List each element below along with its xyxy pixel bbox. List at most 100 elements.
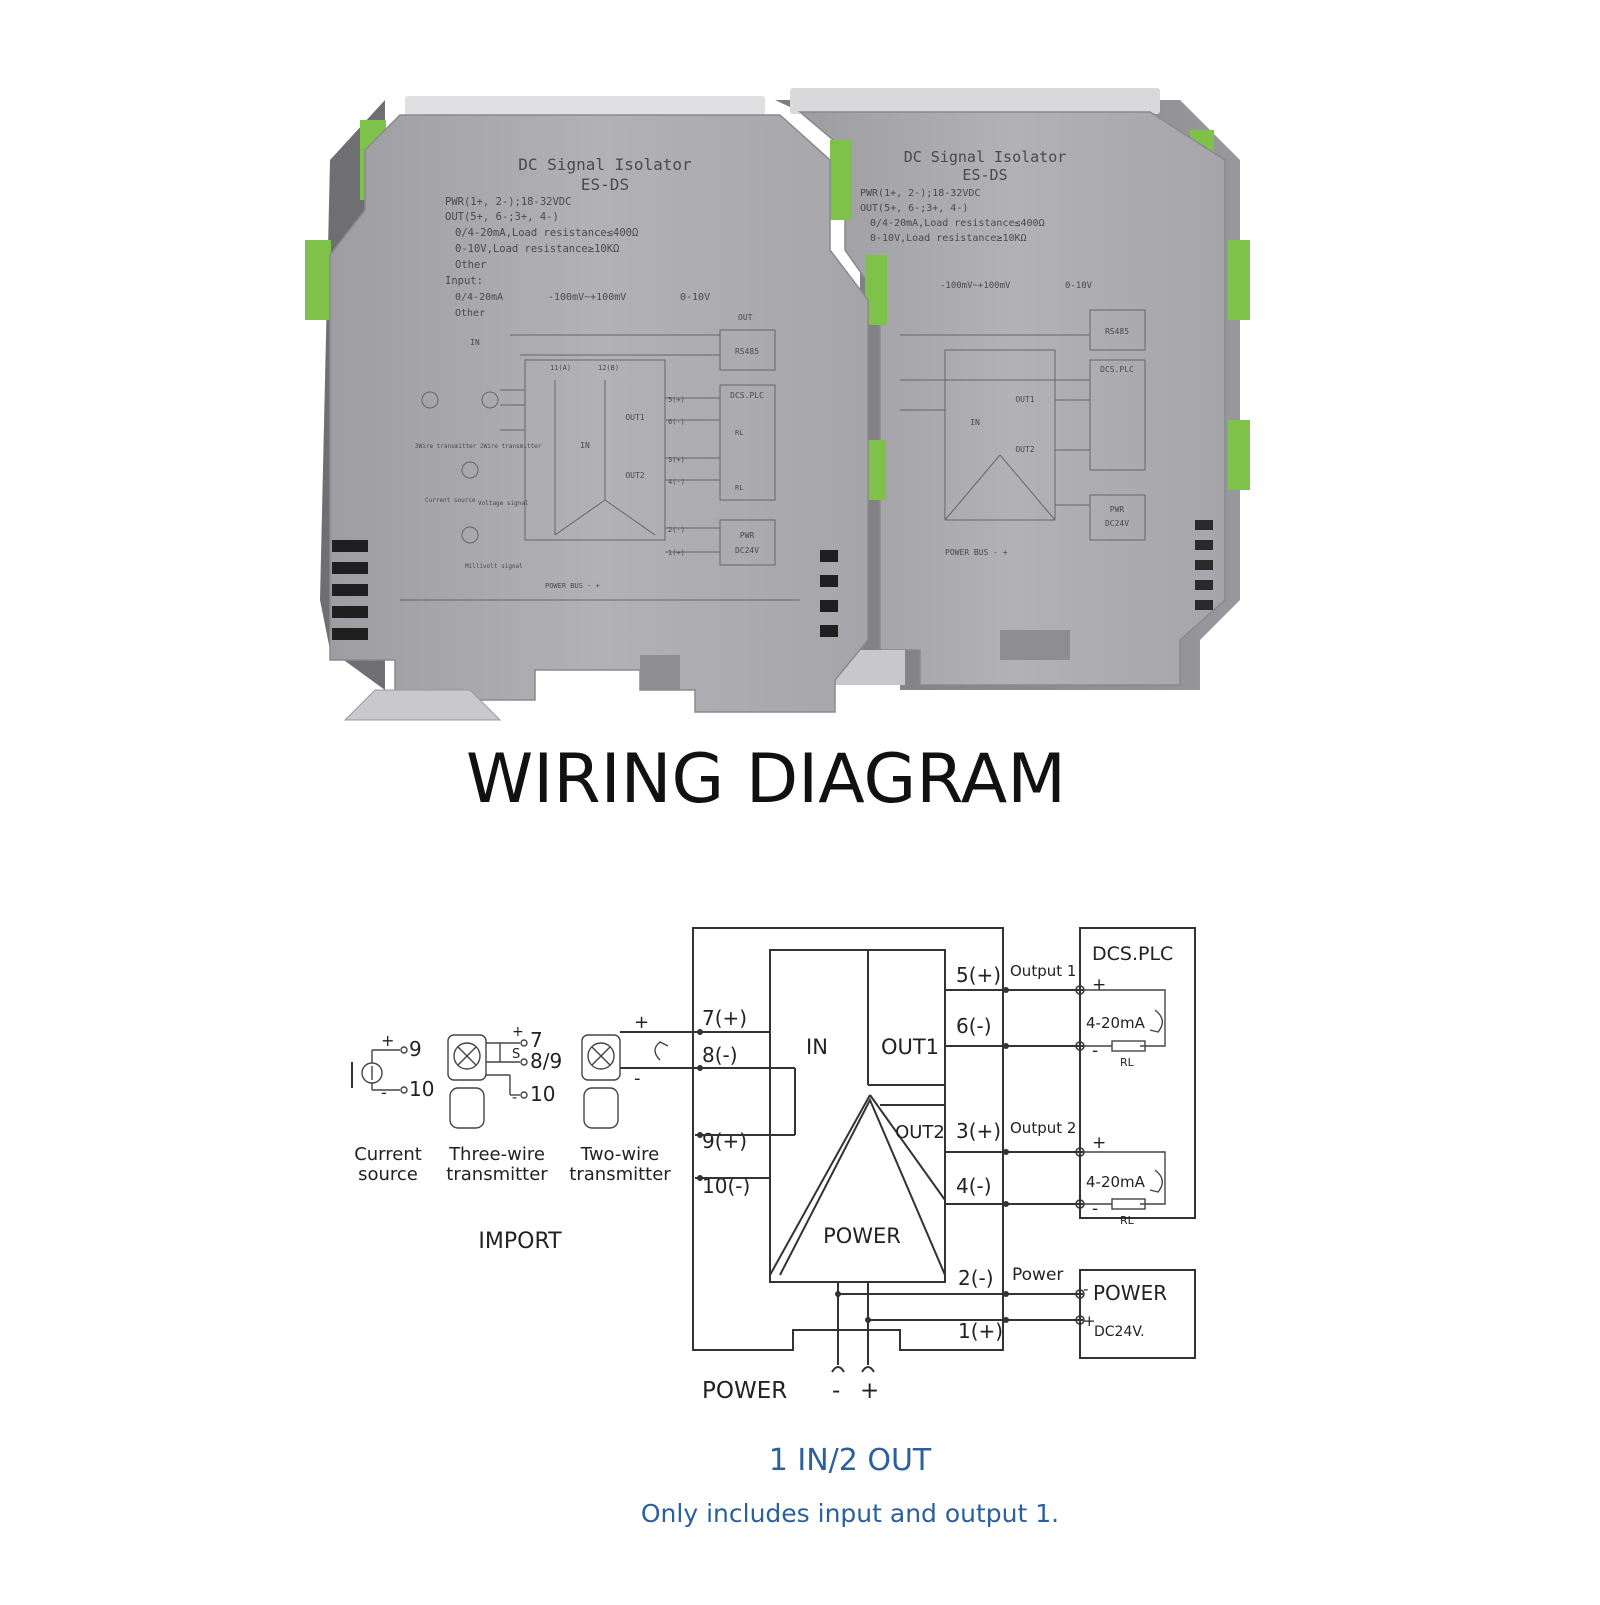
device-out1-label: OUT1 xyxy=(625,413,644,422)
device-t3: 3(+) xyxy=(668,456,685,464)
wiring-diagram-heading: WIRING DIAGRAM xyxy=(466,740,1066,819)
device-voltage-label: Voltage signal xyxy=(478,500,529,507)
dcs-minus-2: - xyxy=(1092,1199,1098,1219)
power-bus-label: POWER xyxy=(702,1378,787,1404)
output-2-label: Output 2 xyxy=(1010,1119,1076,1137)
current-loop-1-label: 4-20mA xyxy=(1086,1014,1146,1032)
device-out2-label: OUT2 xyxy=(625,471,644,480)
device-t11: 11(A) xyxy=(550,364,571,372)
device-t6: 6(-) xyxy=(668,418,685,426)
device-out-option: 0-10V,Load resistance≥10KΩ xyxy=(870,233,1027,244)
terminal-1-plus: 1(+) xyxy=(958,1319,1003,1343)
current-plus: + xyxy=(381,1031,394,1050)
terminal-3-plus: 3(+) xyxy=(956,1119,1001,1143)
device-model: ES-DS xyxy=(581,175,629,194)
isolator-device-back: DC Signal Isolator ES-DS PWR(1+, 2-);18-… xyxy=(775,88,1250,690)
terminal-6-minus: 6(-) xyxy=(956,1014,992,1038)
device-out-option: 0-10V,Load resistance≥10KΩ xyxy=(455,243,619,255)
three-wire-minus: - xyxy=(512,1090,517,1106)
terminal-block-green xyxy=(830,140,852,220)
device-current-label: Current source xyxy=(425,497,476,504)
device-out-option: 0/4-20mA,Load resistance≤400Ω xyxy=(870,218,1045,229)
three-wire-pin-10: 10 xyxy=(530,1082,555,1106)
terminal-block-green xyxy=(1228,240,1250,320)
dcs-plus-2: + xyxy=(1092,1133,1106,1153)
source-three-wire-line2: transmitter xyxy=(446,1164,548,1185)
terminal-5-plus: 5(+) xyxy=(956,963,1001,987)
device-in-option: 0-10V xyxy=(680,292,710,303)
three-wire-plus: + xyxy=(512,1024,524,1040)
isolator-module-box xyxy=(769,949,946,1283)
three-wire-transmitter-symbol: + S - 7 8/9 10 xyxy=(447,1024,562,1129)
device-dc24v-label: DC24V xyxy=(735,546,759,555)
device-3wire-label: 3Wire transmitter xyxy=(415,443,477,450)
two-wire-minus: - xyxy=(634,1068,641,1089)
device-out1-label: OUT1 xyxy=(1015,395,1034,404)
current-minus: - xyxy=(381,1083,387,1102)
block-in-label: IN xyxy=(806,1035,828,1059)
power-bus-minus: - xyxy=(832,1378,840,1404)
device-title: DC Signal Isolator xyxy=(904,148,1067,166)
device-in-option: 0/4-20mA xyxy=(455,292,503,303)
power-wire-label: Power xyxy=(1012,1265,1063,1285)
device-out-spec: OUT(5+, 6-;3+, 4-) xyxy=(860,203,968,214)
vent-slots xyxy=(1195,520,1213,610)
device-input-label: Input: xyxy=(445,275,483,287)
device-out-spec: OUT(5+, 6-;3+, 4-) xyxy=(445,211,559,223)
terminal-block-green xyxy=(305,240,331,320)
device-power-bus-label: POWER BUS - + xyxy=(945,548,1008,557)
block-out2-label: OUT2 xyxy=(895,1122,945,1143)
device-dc24v-label: DC24V xyxy=(1105,519,1129,528)
current-source-symbol: + - 9 10 xyxy=(351,1031,434,1102)
device-in-option: 0-10V xyxy=(1065,281,1093,291)
device-in-header: IN xyxy=(470,338,480,347)
device-in-option: -100mV~+100mV xyxy=(940,281,1011,291)
dcs-plc-label: DCS.PLC xyxy=(1092,943,1173,965)
device-t2: 2(-) xyxy=(668,526,685,534)
terminal-9-plus: 9(+) xyxy=(702,1129,747,1153)
device-model: ES-DS xyxy=(962,166,1007,184)
device-mv-label: Millivolt signal xyxy=(465,563,523,570)
three-wire-pin-89: 8/9 xyxy=(530,1049,562,1073)
terminal-7-plus: 7(+) xyxy=(702,1006,747,1030)
device-title: DC Signal Isolator xyxy=(518,155,692,174)
device-mini-schematic: RS485 DCS.PLC OUT1 OUT2 IN PWR DC24V POW… xyxy=(900,309,1146,557)
device-in-option: Other xyxy=(455,308,485,319)
device-in-label: IN xyxy=(970,418,980,427)
device-in-option: -100mV~+100mV xyxy=(548,292,626,303)
terminal-2-minus: 2(-) xyxy=(958,1266,994,1290)
device-rs485-label: RS485 xyxy=(1105,327,1129,336)
terminal-block-green xyxy=(865,255,887,325)
device-rl-label: RL xyxy=(735,484,743,492)
vent-slots xyxy=(332,540,838,640)
device-t5: 5(+) xyxy=(668,396,685,404)
power-bus-plus: + xyxy=(860,1378,879,1404)
isolator-outline xyxy=(692,927,1004,1351)
device-out-option: 0/4-20mA,Load resistance≤400Ω xyxy=(455,227,638,239)
device-pwr-spec: PWR(1+, 2-);18-32VDC xyxy=(445,196,571,208)
device-dcs-label: DCS.PLC xyxy=(730,391,764,400)
rl-label-2: RL xyxy=(1120,1214,1135,1227)
device-rl-label: RL xyxy=(735,429,743,437)
device-dcs-label: DCS.PLC xyxy=(1100,365,1134,374)
dcs-plus-1: + xyxy=(1092,975,1106,995)
device-2wire-label: 2Wire transmitter xyxy=(480,443,542,450)
power-triangle xyxy=(779,1097,946,1276)
source-current-line2: source xyxy=(358,1164,418,1185)
two-wire-transmitter-symbol: + - xyxy=(581,1012,695,1129)
output-1-label: Output 1 xyxy=(1010,962,1076,980)
import-label: IMPORT xyxy=(478,1229,562,1254)
current-pin-10: 10 xyxy=(409,1077,434,1101)
device-pwr-label: PWR xyxy=(1110,505,1125,514)
current-arrow-icon xyxy=(1149,1009,1163,1033)
current-loop-2-label: 4-20mA xyxy=(1086,1173,1146,1191)
note-label: Only includes input and output 1. xyxy=(641,1499,1059,1528)
source-two-wire-line2: transmitter xyxy=(569,1164,671,1185)
source-current-line1: Current xyxy=(354,1144,422,1165)
power-supply-label: POWER xyxy=(1093,1281,1167,1305)
source-three-wire-line1: Three-wire xyxy=(448,1144,545,1165)
dc24v-label: DC24V. xyxy=(1094,1324,1145,1340)
device-rs485-label: RS485 xyxy=(735,347,759,356)
